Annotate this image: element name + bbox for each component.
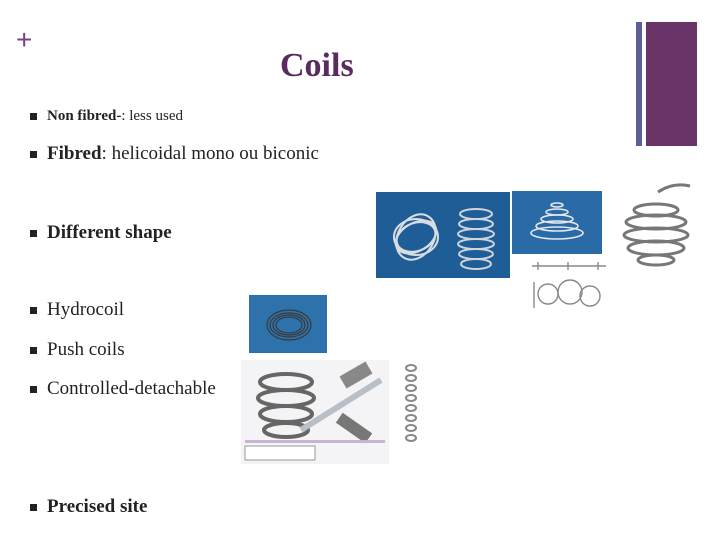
bullet-square-icon: [30, 150, 37, 158]
bullet-text: : helicoidal mono ou biconic: [101, 143, 319, 164]
bullet-square-icon: [30, 346, 37, 354]
bullet-hydrocoil: Hydrocoil: [30, 299, 124, 321]
bullet-text: Push coils: [47, 339, 125, 360]
bullet-bold: Precised site: [47, 496, 148, 517]
bullet-text: : less used: [121, 108, 183, 124]
accent-bar-thin: [636, 22, 642, 146]
bullet-bold: Non fibred-: [47, 108, 122, 124]
conical-coil-photo: [512, 191, 602, 254]
bullet-text: Controlled-detachable: [47, 378, 216, 399]
bullet-square-icon: [30, 229, 37, 237]
bullet-push-coils: Push coils: [30, 339, 125, 361]
bullet-square-icon: [30, 503, 37, 511]
detachable-coil-photo: [241, 360, 389, 464]
bullet-controlled-detachable: Controlled-detachable: [30, 378, 216, 400]
bullet-text: Hydrocoil: [47, 299, 125, 320]
bullet-fibred: Fibred : helicoidal mono ou biconic: [30, 143, 319, 165]
coil-strand-photo: [404, 362, 418, 444]
hydrocoil-photo: [249, 295, 327, 353]
spherical-coil-drawing: [618, 180, 696, 280]
plus-icon: +: [16, 24, 33, 55]
bullet-bold: Different shape: [47, 222, 172, 243]
accent-bar-thick: [646, 22, 697, 146]
bullet-square-icon: [30, 385, 37, 393]
slide-title: Coils: [280, 47, 354, 84]
bullet-square-icon: [30, 306, 37, 314]
fibred-coils-photo: [376, 192, 510, 278]
bullet-non-fibred: Non fibred-: less used: [30, 108, 183, 125]
bullet-bold: Fibred: [47, 143, 102, 164]
coil-shapes-diagram: [528, 258, 610, 314]
bullet-precised-site: Precised site: [30, 496, 147, 518]
bullet-different-shape: Different shape: [30, 222, 172, 244]
bullet-square-icon: [30, 113, 37, 120]
